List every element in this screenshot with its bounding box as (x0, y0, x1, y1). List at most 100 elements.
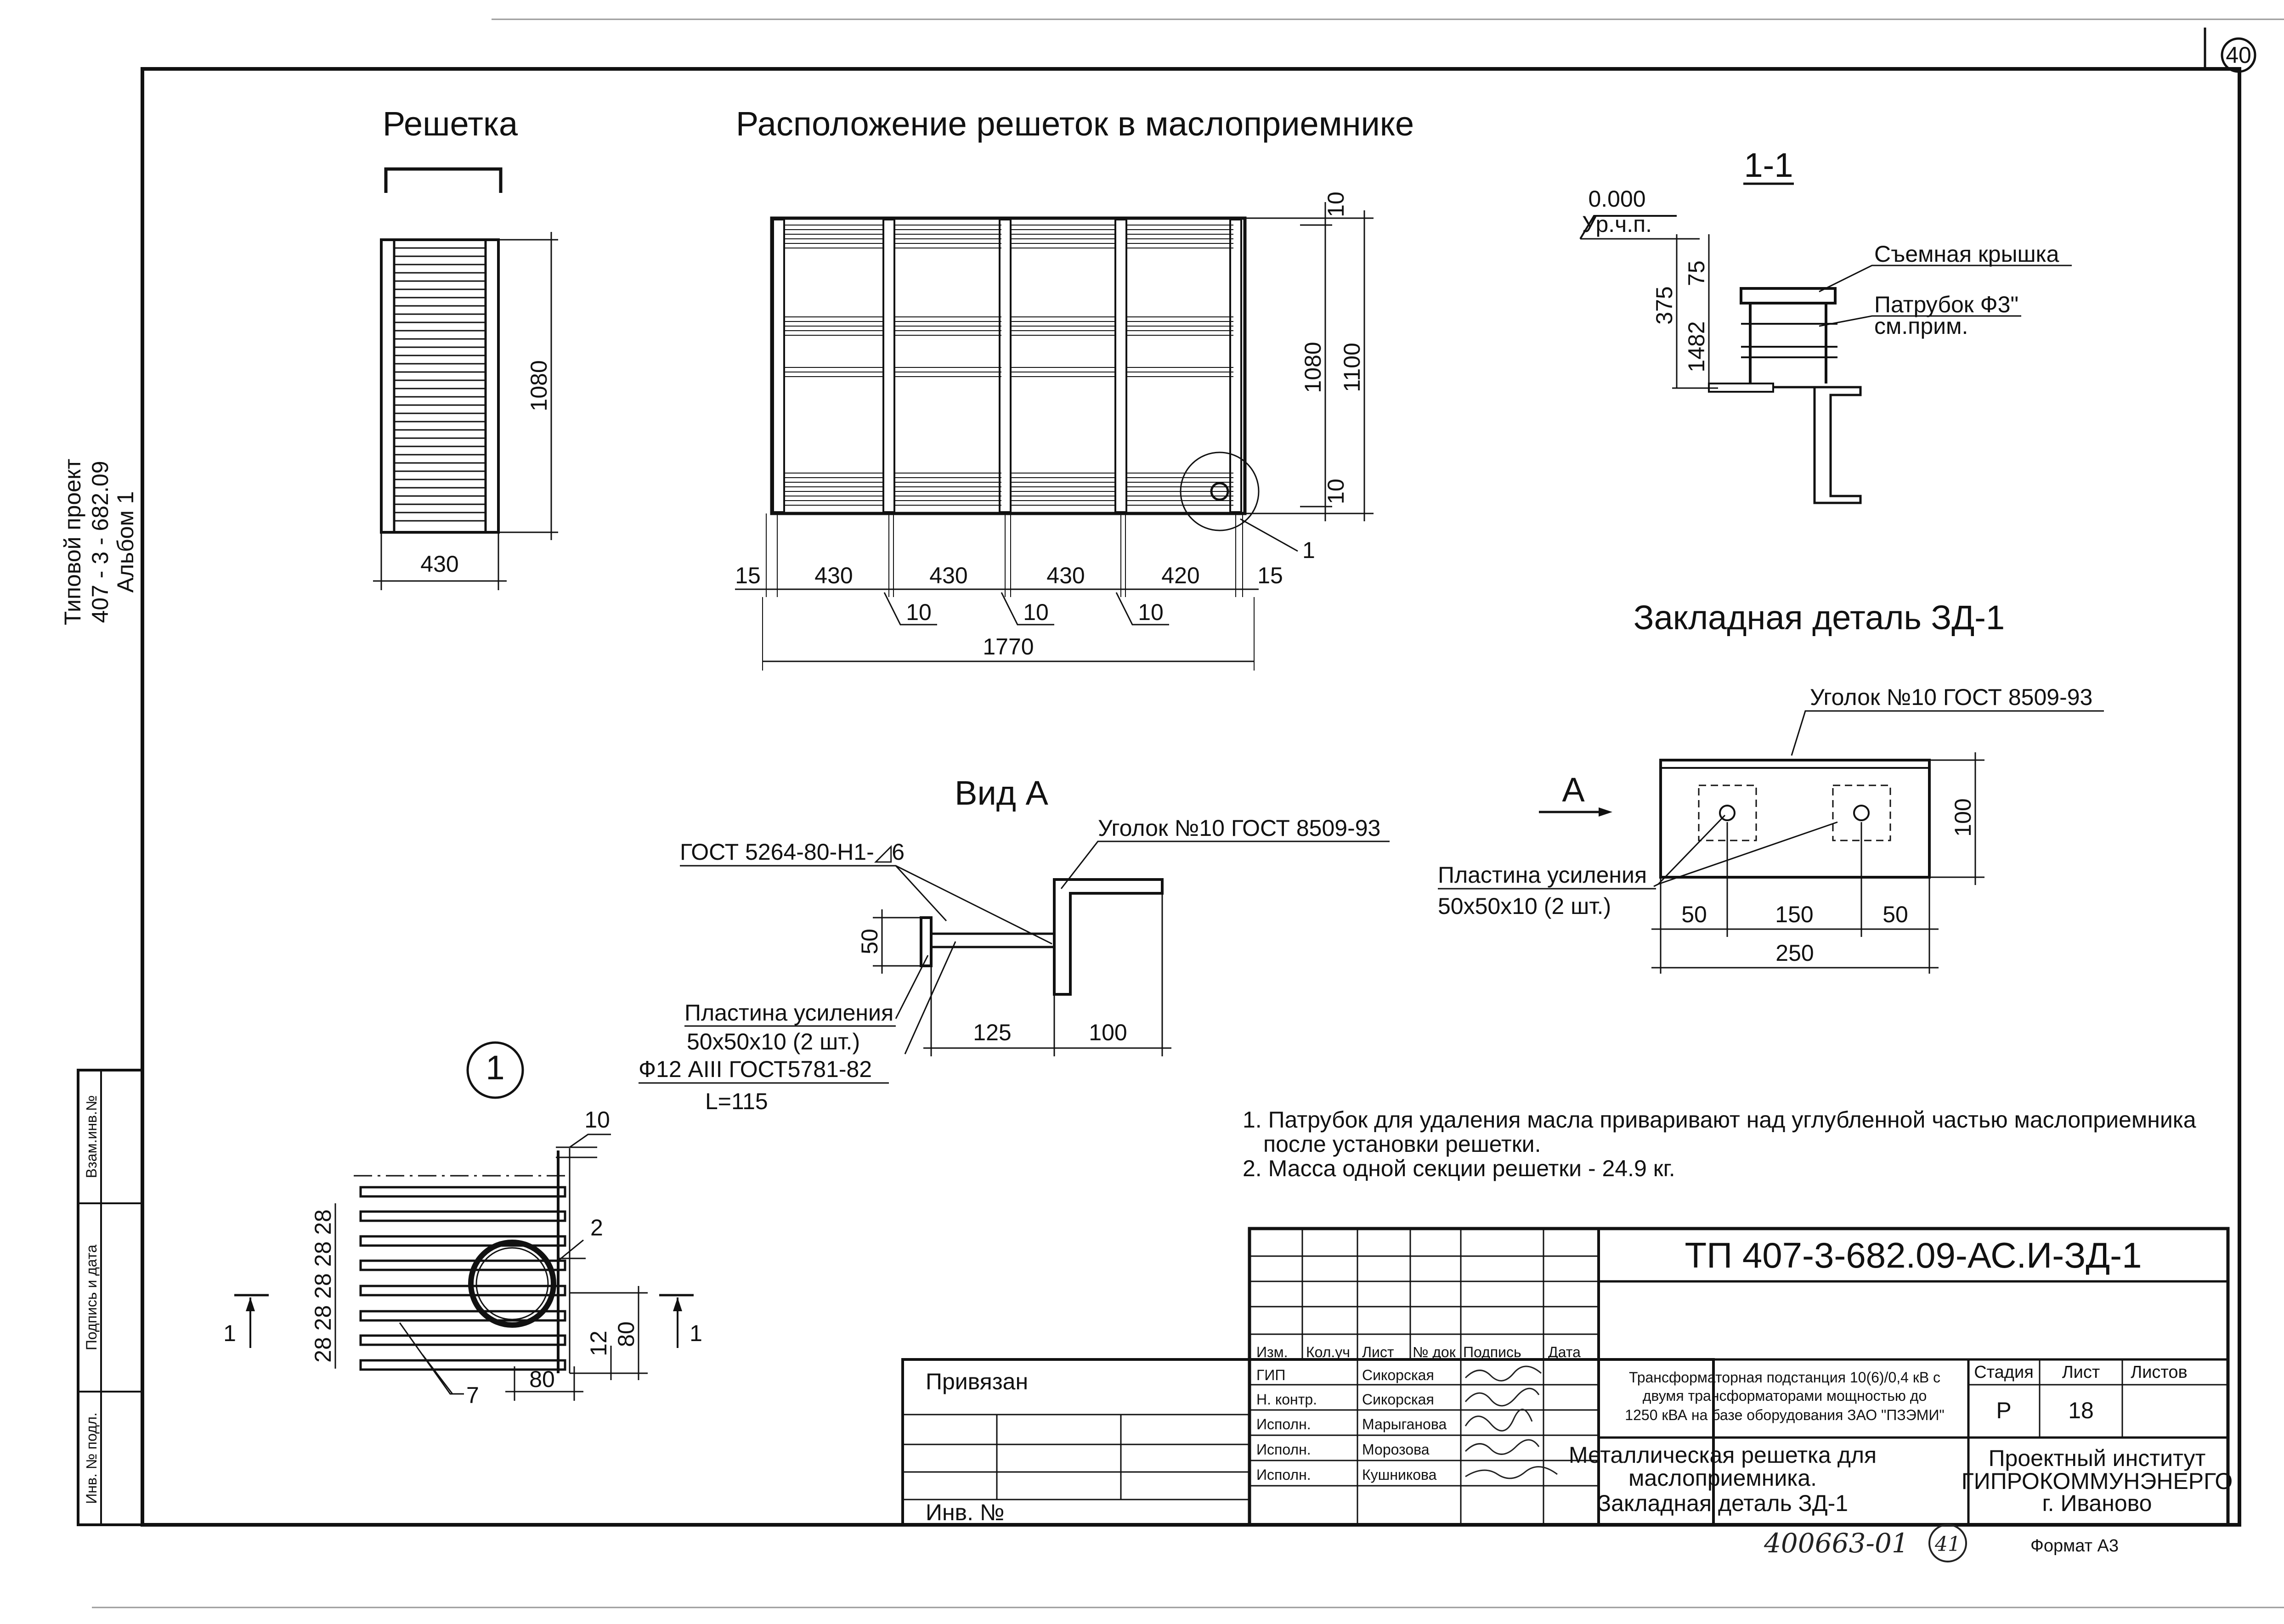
detail-1-marker7-leader-1 (399, 1322, 464, 1395)
view-a-plate (920, 916, 933, 967)
project-label: Типовой проект 407 - 3 - 682.09 Альбом 1 (60, 459, 138, 626)
grate-right-rail (484, 238, 500, 534)
embed-view-arrow-head (1599, 807, 1612, 817)
embed-dim-100: 100 (1950, 798, 1976, 836)
embed-plate-leader-1 (1653, 814, 1726, 887)
detail-1-cut-right-head (673, 1297, 682, 1311)
view-a-weld-leader-2 (895, 865, 947, 922)
detail-1-cut-left-head (246, 1297, 255, 1311)
layout-pipe-mark (1210, 482, 1229, 501)
section-dim-75: 75 (1684, 260, 1709, 286)
grate-profile (384, 167, 503, 193)
stamp-box (1248, 1227, 2230, 1527)
section-pipe-label: Патрубок Ф3" (1874, 292, 2018, 317)
section-cover-leader (1819, 265, 2072, 293)
layout-dim-1080: 1080 (1300, 342, 1326, 393)
embed-bar-1 (1719, 805, 1736, 821)
stamp-stage-header: Стадия (1974, 1363, 2034, 1382)
title-block: Привязан Инв. № ТП 407-3-682.09-АС.И-ЗД-… (901, 1227, 2233, 1562)
sheet-number-circle (2221, 37, 2256, 73)
section-plate (1708, 383, 1774, 393)
grate-bars (394, 247, 486, 522)
detail-1-spacing: 28 28 28 28 28 (310, 1209, 336, 1363)
view-a-bar-label: Ф12 АIII ГОСТ5781-82 (639, 1056, 872, 1082)
view-a-weld: ГОСТ 5264-80-Н1-◿6 (680, 839, 905, 865)
section-cover-label: Съемная крышка (1874, 241, 2059, 267)
sheet-frame (141, 67, 2241, 1527)
stamp-name-3: Марыганова (1362, 1416, 1447, 1432)
detail-1-bar (359, 1285, 566, 1297)
embed-bar-2 (1853, 805, 1870, 821)
stamp-header-list: Лист (1362, 1344, 1394, 1360)
embed-detail: Закладная деталь ЗД-1 Уголок №10 ГОСТ 85… (1438, 598, 2104, 974)
view-a-dim-50: 50 (857, 929, 882, 954)
embed-plate-label: Пластина усиления (1438, 862, 1647, 888)
view-a-dim-100: 100 (1089, 1020, 1127, 1045)
project-line2: 407 - 3 - 682.09 (87, 461, 113, 623)
stamp-sheet-value: 18 (2068, 1398, 2094, 1423)
layout-outline (770, 216, 1247, 515)
layout-gap-leader-2 (1001, 592, 1054, 626)
left-stamp-column: Взам.инв.№ Подпись и дата Инв. № подл. (77, 1069, 144, 1526)
section-title: 1-1 (1744, 146, 1793, 184)
layout-gap-10-c: 10 (1138, 599, 1164, 625)
layout-dim-15-right: 15 (1257, 563, 1283, 588)
view-a-angle-label: Уголок №10 ГОСТ 8509-93 (1098, 815, 1380, 841)
layout-gap-leader-3 (1115, 592, 1169, 626)
sheet-number: 40 (2226, 42, 2251, 68)
view-a-angle-leader (1060, 840, 1390, 889)
stamp-name-5: Кушникова (1362, 1466, 1437, 1483)
detail-1-bar (359, 1259, 566, 1271)
detail-1-pipe-inner (475, 1247, 549, 1320)
stamp-role-2: Н. контр. (1256, 1391, 1317, 1408)
detail-1-dim-12: 12 (586, 1331, 611, 1356)
view-a: Вид А ГОСТ 5264-80-Н1-◿6 Уголок №10 ГОСТ… (639, 774, 1390, 1114)
stamp-code: ТП 407-3-682.09-АС.И-ЗД-1 (1685, 1235, 2142, 1275)
detail-1-dim-10: 10 (584, 1107, 610, 1133)
stamp-object-3: 1250 кВА на базе оборудования ЗАО "ПЗЭМИ… (1625, 1407, 1944, 1423)
signature-4 (1464, 1439, 1540, 1455)
detail-1-dim-80h: 80 (529, 1366, 555, 1392)
detail-1-marker7-leader-2 (422, 1354, 453, 1394)
stamp-object-1: Трансформаторная подстанция 10(6)/0,4 кВ… (1629, 1369, 1940, 1386)
layout-gap-10-b: 10 (1023, 599, 1049, 625)
embed-dim-50-b: 50 (1883, 902, 1908, 927)
section-level-mark (1579, 215, 1677, 240)
layout-rail (882, 219, 895, 513)
embed-angle-body (1659, 759, 1931, 879)
grate-dim-430: 430 (420, 551, 458, 577)
note-1-line2: после установки решетки. (1263, 1131, 1541, 1157)
layout-dim-bottom10: 10 (1323, 479, 1349, 504)
embed-dim-250: 250 (1775, 940, 1814, 966)
section-dim-1482: 1482 (1684, 321, 1709, 372)
stamp-name-4: Морозова (1362, 1441, 1430, 1458)
sheet-format: Формат А3 (2030, 1536, 2119, 1556)
detail-1-dim10-leader (569, 1133, 611, 1148)
detail-1-number: 1 (486, 1049, 504, 1087)
embed-dim-50-a: 50 (1681, 902, 1707, 927)
stamp-name-2: Сикорская (1362, 1391, 1434, 1408)
stamp-signatures (1464, 1365, 1558, 1479)
detail-1-marker2: 2 (590, 1215, 603, 1241)
layout-gap-10-a: 10 (906, 599, 932, 625)
stamp-org-3: г. Иваново (2042, 1490, 2152, 1516)
stamp-sheet-circle (1928, 1524, 1967, 1562)
detail-1-cut-left-label: 1 (223, 1320, 236, 1346)
embed-dim-150: 150 (1775, 902, 1813, 927)
left-stamp-sign: Подпись и дата (83, 1245, 100, 1350)
detail-1-bar (359, 1186, 566, 1198)
layout-rail (1229, 219, 1242, 513)
stamp-header-kol: Кол.уч (1306, 1344, 1350, 1360)
stamp-doc-3: Закладная деталь ЗД-1 (1597, 1490, 1848, 1516)
detail-1-bar (359, 1235, 566, 1247)
section-pipe-leader (1819, 315, 2021, 327)
layout-dim-430-c: 430 (1046, 563, 1085, 588)
left-stamp-box (77, 1069, 144, 1526)
layout-rails (772, 219, 1242, 513)
view-a-plate-label: Пластина усиления (684, 1000, 893, 1026)
detail-1-cut-right-label: 1 (690, 1320, 702, 1346)
layout-bars (783, 225, 1233, 506)
detail-1-bars (359, 1186, 566, 1371)
section-dim-375: 375 (1651, 286, 1677, 324)
layout-gap-leader-1 (883, 592, 937, 626)
